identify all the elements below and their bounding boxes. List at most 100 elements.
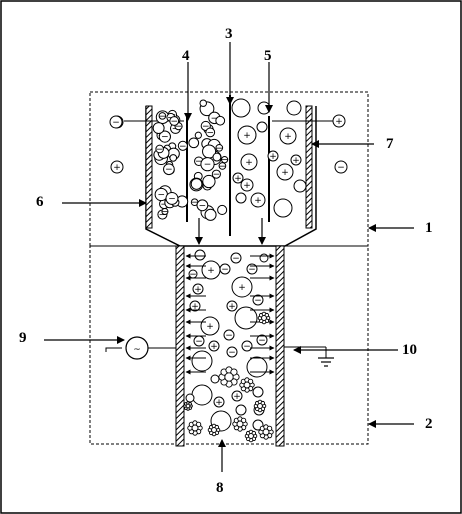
minus-sign: − (161, 207, 169, 217)
plus-sign: + (194, 285, 202, 295)
plus-sign: + (207, 266, 215, 276)
negative-particle (161, 207, 169, 215)
neutral-particle (234, 306, 258, 330)
plus-sign: + (254, 196, 262, 206)
minus-sign: − (172, 124, 180, 134)
aggregated-particles (183, 311, 274, 443)
minus-sign: − (199, 201, 207, 211)
minus-sign: − (195, 157, 203, 167)
aggregated-particle (183, 401, 193, 411)
neutral-particle (293, 179, 307, 193)
negative-particle (218, 162, 227, 170)
minus-sign: − (168, 194, 176, 204)
neutral-particle (259, 253, 269, 263)
positive-particle (240, 153, 258, 171)
negative-particle (215, 143, 224, 152)
negative-particle (256, 334, 268, 346)
positive-particle (250, 192, 266, 208)
positive-particle (189, 300, 201, 312)
negative-particle (109, 115, 123, 129)
plus-sign: + (284, 132, 292, 142)
plus-sign: + (191, 302, 199, 312)
minus-sign: − (213, 170, 221, 180)
negative-particle (246, 263, 258, 275)
neutral-particle (252, 386, 264, 398)
minus-sign: − (156, 145, 164, 155)
minus-sign: − (159, 211, 167, 221)
positive-particle (267, 150, 279, 162)
neutral-particle (204, 208, 217, 221)
neutral-particle (235, 192, 247, 204)
negative-particle (252, 294, 264, 306)
plus-sign: + (234, 174, 242, 184)
aggregated-particle (239, 377, 255, 393)
minus-sign: − (232, 254, 240, 264)
left-electrode-plate (145, 105, 153, 229)
minus-sign: − (225, 331, 233, 341)
negative-particle (200, 157, 215, 172)
neutral-particle (246, 356, 268, 378)
label-10: 10 (402, 342, 417, 358)
neutral-particle (217, 204, 228, 215)
minus-sign: − (202, 122, 210, 132)
minus-sign: − (211, 114, 219, 124)
minus-sign: − (206, 128, 214, 138)
minus-sign: − (160, 200, 168, 210)
neutral-particle (256, 121, 268, 133)
negative-particle (334, 160, 348, 174)
particles-channel: ++++−−−−+−+−−−+−−++ (185, 249, 269, 432)
negative-particle (196, 199, 209, 212)
positive-particle (276, 163, 294, 181)
label-5: 5 (264, 48, 272, 64)
minus-sign: − (221, 265, 229, 275)
negative-particle (205, 127, 216, 138)
plus-sign: + (243, 131, 251, 141)
plus-sign: + (243, 181, 251, 191)
plus-sign: + (228, 302, 236, 312)
plus-sign: + (245, 158, 253, 168)
plus-sign: + (210, 342, 218, 352)
minus-sign: − (175, 122, 183, 132)
neutral-particle (152, 122, 165, 135)
neutral-particle (194, 131, 202, 139)
minus-sign: − (179, 142, 187, 152)
field-arrows (185, 253, 275, 375)
neutral-particle (185, 393, 195, 403)
negative-particle (155, 144, 164, 154)
positive-particle (192, 283, 204, 295)
negative-particle (158, 130, 171, 143)
neutral-particle (194, 249, 206, 261)
neutral-particle (212, 152, 222, 162)
plus-sign: + (238, 283, 246, 293)
neutral-particle (257, 101, 271, 115)
negative-particle (158, 112, 167, 120)
plus-sign: + (335, 117, 343, 127)
ground-symbol (284, 346, 334, 367)
aggregated-particle (187, 420, 203, 436)
label-1: 1 (425, 220, 433, 236)
plus-sign: + (281, 168, 289, 178)
minus-sign: − (216, 144, 224, 154)
negative-particle (163, 163, 175, 176)
zone-2-dashed-box (89, 245, 369, 445)
minus-sign: − (189, 270, 197, 280)
negative-particle (219, 263, 231, 275)
neutral-particle (215, 115, 226, 126)
negative-particle (177, 140, 188, 151)
minus-sign: − (254, 296, 262, 306)
positive-particle (110, 160, 124, 174)
minus-sign: − (258, 336, 266, 346)
positive-particle (232, 172, 244, 184)
aggregated-particle (258, 424, 274, 440)
minus-sign: − (159, 112, 167, 122)
neutral-particle (190, 178, 203, 190)
minus-sign: − (221, 156, 229, 166)
neutral-particle (210, 374, 220, 384)
minus-sign: − (112, 118, 120, 128)
ac-source: ~ (105, 336, 176, 360)
aggregated-particle (232, 416, 248, 432)
neutral-particle (199, 99, 207, 107)
neutral-particle (231, 98, 251, 118)
negative-particle (165, 191, 179, 205)
